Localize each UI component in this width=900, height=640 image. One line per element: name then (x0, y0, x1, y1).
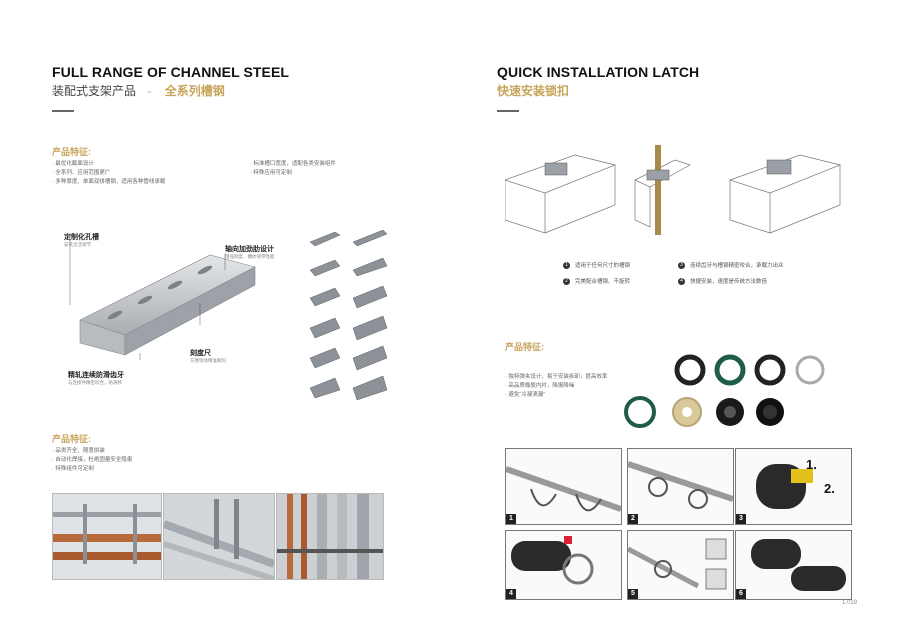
step-number: 6 (736, 589, 746, 599)
left-title-cn: 装配式支架产品 - 全系列槽钢 (52, 82, 225, 99)
step-number: 3 (736, 514, 746, 524)
right-title-cn: 快速安装锁扣 (497, 84, 570, 98)
step3-label-1: 1. (806, 457, 817, 472)
list-item: 品类齐全、随意拼装 (52, 447, 252, 456)
left-features2-title: 产品特征: (52, 434, 91, 444)
latch-item-2: 2 完美配合槽钢、不旋转 (563, 277, 631, 286)
install-step-3: 1. 2. 3 (735, 448, 852, 525)
right-features-list: 独特弹夹设计，易于安装拆卸，提高效率 高品质橡胶内衬，降振降噪 避免“冷凝滴漏” (505, 373, 655, 400)
callout-size: 刻度尺 方便现场精准断料 (190, 348, 226, 364)
latch-item-4: 4 快捷安装，速度是传统方法数倍 (678, 277, 768, 286)
latch-num-3: 3 (678, 262, 685, 270)
left-features-col1: 最优化截面设计 全系列、应用范围更广 多种厚度、单面双拼槽钢，适用各种管线承载 (52, 160, 232, 187)
left-title-dash: - (147, 84, 152, 98)
right-features-title: 产品特征: (505, 342, 544, 352)
left-title-en: FULL RANGE OF CHANNEL STEEL (52, 64, 290, 80)
latch-text-3: 连续齿牙与槽钢精密咬合，承载力出众 (690, 263, 784, 269)
photo-steel-pipes (163, 493, 275, 580)
list-item: 特殊组件可定制 (52, 465, 252, 474)
callout-hole-sub: 安装灵活调节 (64, 242, 91, 247)
step-number: 4 (506, 589, 516, 599)
callout-rib-sub: 增强刚度、槽体韧带性能 (225, 254, 275, 259)
step-number: 1 (506, 514, 516, 524)
callout-rib: 轴向加劲肋设计 增强刚度、槽体韧带性能 (225, 244, 275, 260)
latch-text-1: 适用于任何尺寸的槽钢 (575, 263, 631, 269)
left-features-title: 产品特征: (52, 147, 91, 157)
left-title-divider (52, 110, 74, 112)
install-step-6: 6 (735, 530, 852, 600)
left-title-accent: 全系列槽钢 (164, 84, 225, 98)
step3-label-2: 2. (824, 481, 835, 496)
page-number: 17/19 (842, 600, 858, 606)
channel-steel-illustration (69, 235, 256, 360)
list-item: 高品质橡胶内衬，降振降噪 (505, 382, 655, 391)
list-item: 特殊应用可定制 (250, 169, 400, 178)
list-item: 自动化焊接，杜绝固量安全隐患 (52, 456, 252, 465)
channel-profiles-grid (309, 230, 388, 401)
list-item: 全系列、应用范围更广 (52, 169, 232, 178)
latch-item-3: 3 连续齿牙与槽钢精密咬合，承载力出众 (678, 261, 853, 270)
callout-hole-title: 定制化孔槽 (64, 234, 99, 241)
latch-num-1: 1 (563, 262, 570, 270)
photo-pipe-rack (276, 493, 384, 580)
clamp-products (624, 354, 825, 428)
callout-teeth-sub: 与连接件精密咬合，防滑移 (68, 380, 122, 385)
list-item: 独特弹夹设计，易于安装拆卸，提高效率 (505, 373, 655, 382)
list-item: 避免“冷凝滴漏” (505, 391, 655, 400)
step-number: 5 (628, 589, 638, 599)
latch-item-1: 1 适用于任何尺寸的槽钢 (563, 261, 631, 270)
step-number: 2 (628, 514, 638, 524)
left-features-col2: 标准槽口宽度，适配各类安装组件 特殊应用可定制 (250, 160, 400, 178)
left-features2-list: 品类齐全、随意拼装 自动化焊接，杜绝固量安全隐患 特殊组件可定制 (52, 447, 252, 474)
right-title-divider (497, 110, 519, 112)
right-title-en: QUICK INSTALLATION LATCH (497, 64, 700, 80)
callout-teeth: 精轧连续防滑齿牙 与连接件精密咬合，防滑移 (68, 370, 124, 386)
list-item: 最优化截面设计 (52, 160, 232, 169)
install-step-2: 2 (627, 448, 734, 525)
callout-hole: 定制化孔槽 安装灵活调节 (64, 232, 99, 248)
install-step-4: 4 (505, 530, 622, 600)
photo-copper-pipes (52, 493, 162, 580)
list-item: 多种厚度、单面双拼槽钢，适用各种管线承载 (52, 178, 232, 187)
install-step-1: 1 (505, 448, 622, 525)
left-title-cn-main: 装配式支架产品 (52, 84, 137, 98)
latch-illustrations (505, 145, 842, 235)
callout-rib-title: 轴向加劲肋设计 (225, 246, 274, 253)
callout-size-sub: 方便现场精准断料 (190, 358, 226, 363)
latch-num-2: 2 (563, 278, 570, 286)
install-step-5: 5 (627, 530, 734, 600)
callout-teeth-title: 精轧连续防滑齿牙 (68, 372, 124, 379)
callout-size-title: 刻度尺 (190, 350, 211, 357)
latch-text-4: 快捷安装，速度是传统方法数倍 (690, 279, 768, 285)
list-item: 标准槽口宽度，适配各类安装组件 (250, 160, 400, 169)
latch-num-4: 4 (678, 278, 685, 286)
latch-text-2: 完美配合槽钢、不旋转 (575, 279, 631, 285)
